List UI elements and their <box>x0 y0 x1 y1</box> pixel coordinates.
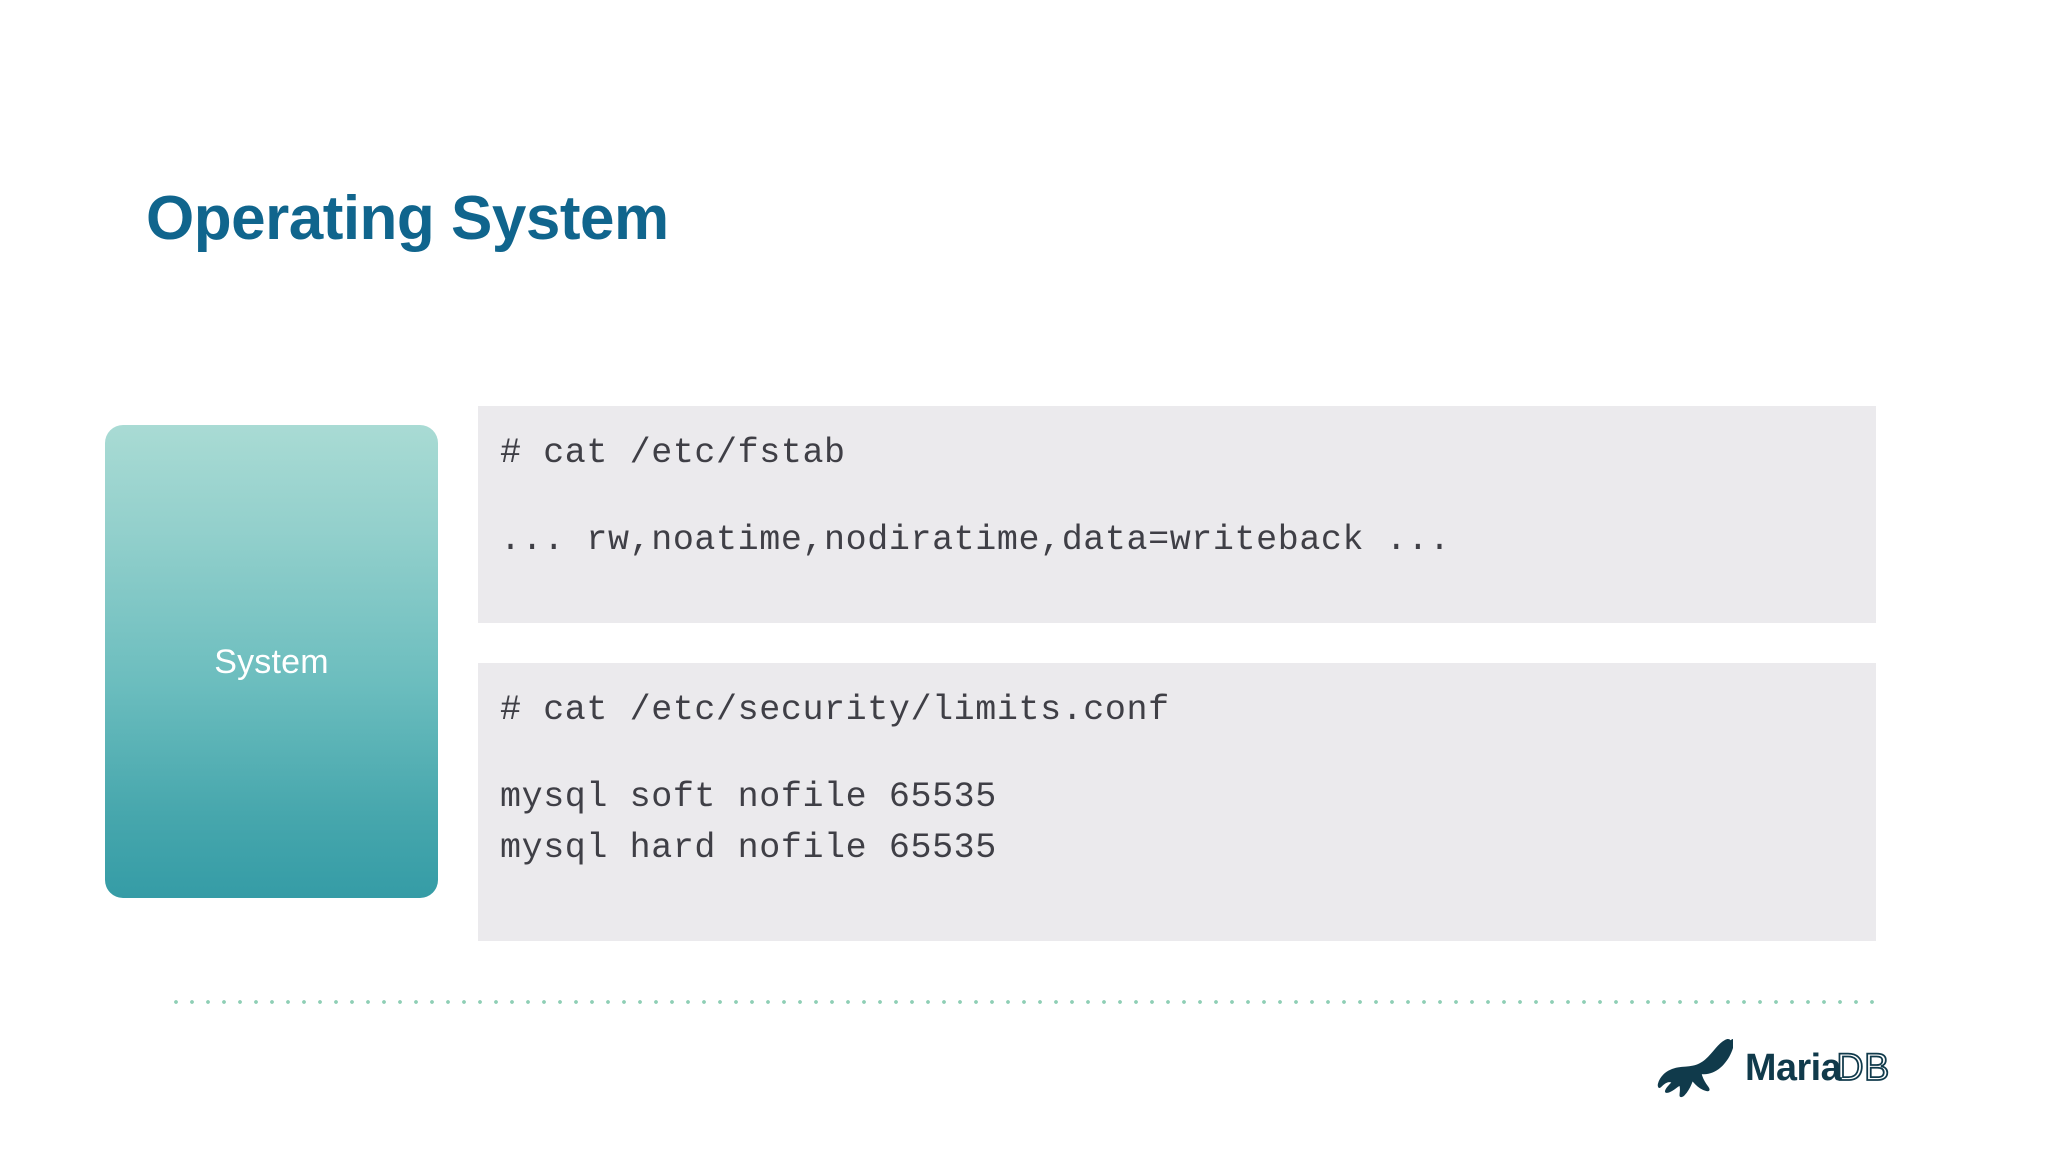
footer-divider <box>168 1000 1880 1004</box>
code-block-limits-conf: # cat /etc/security/limits.conf mysql so… <box>478 663 1876 941</box>
category-box-system: System <box>105 425 438 898</box>
svg-text:Maria: Maria <box>1745 1046 1843 1088</box>
svg-text:DB: DB <box>1836 1046 1889 1088</box>
code-block-fstab: # cat /etc/fstab ... rw,noatime,nodirati… <box>478 406 1876 623</box>
code-line: # cat /etc/fstab <box>500 433 846 473</box>
code-line: mysql soft nofile 65535 <box>500 777 997 817</box>
code-line: mysql hard nofile 65535 <box>500 828 997 868</box>
sea-lion-icon <box>1657 1039 1733 1098</box>
category-box-label: System <box>214 642 329 681</box>
code-line: ... rw,noatime,nodiratime,data=writeback… <box>500 520 1451 560</box>
mariadb-logo: Maria DB <box>1657 1032 1902 1106</box>
code-line: # cat /etc/security/limits.conf <box>500 690 1170 730</box>
page-title: Operating System <box>146 183 669 253</box>
mariadb-wordmark: Maria DB <box>1745 1046 1890 1089</box>
